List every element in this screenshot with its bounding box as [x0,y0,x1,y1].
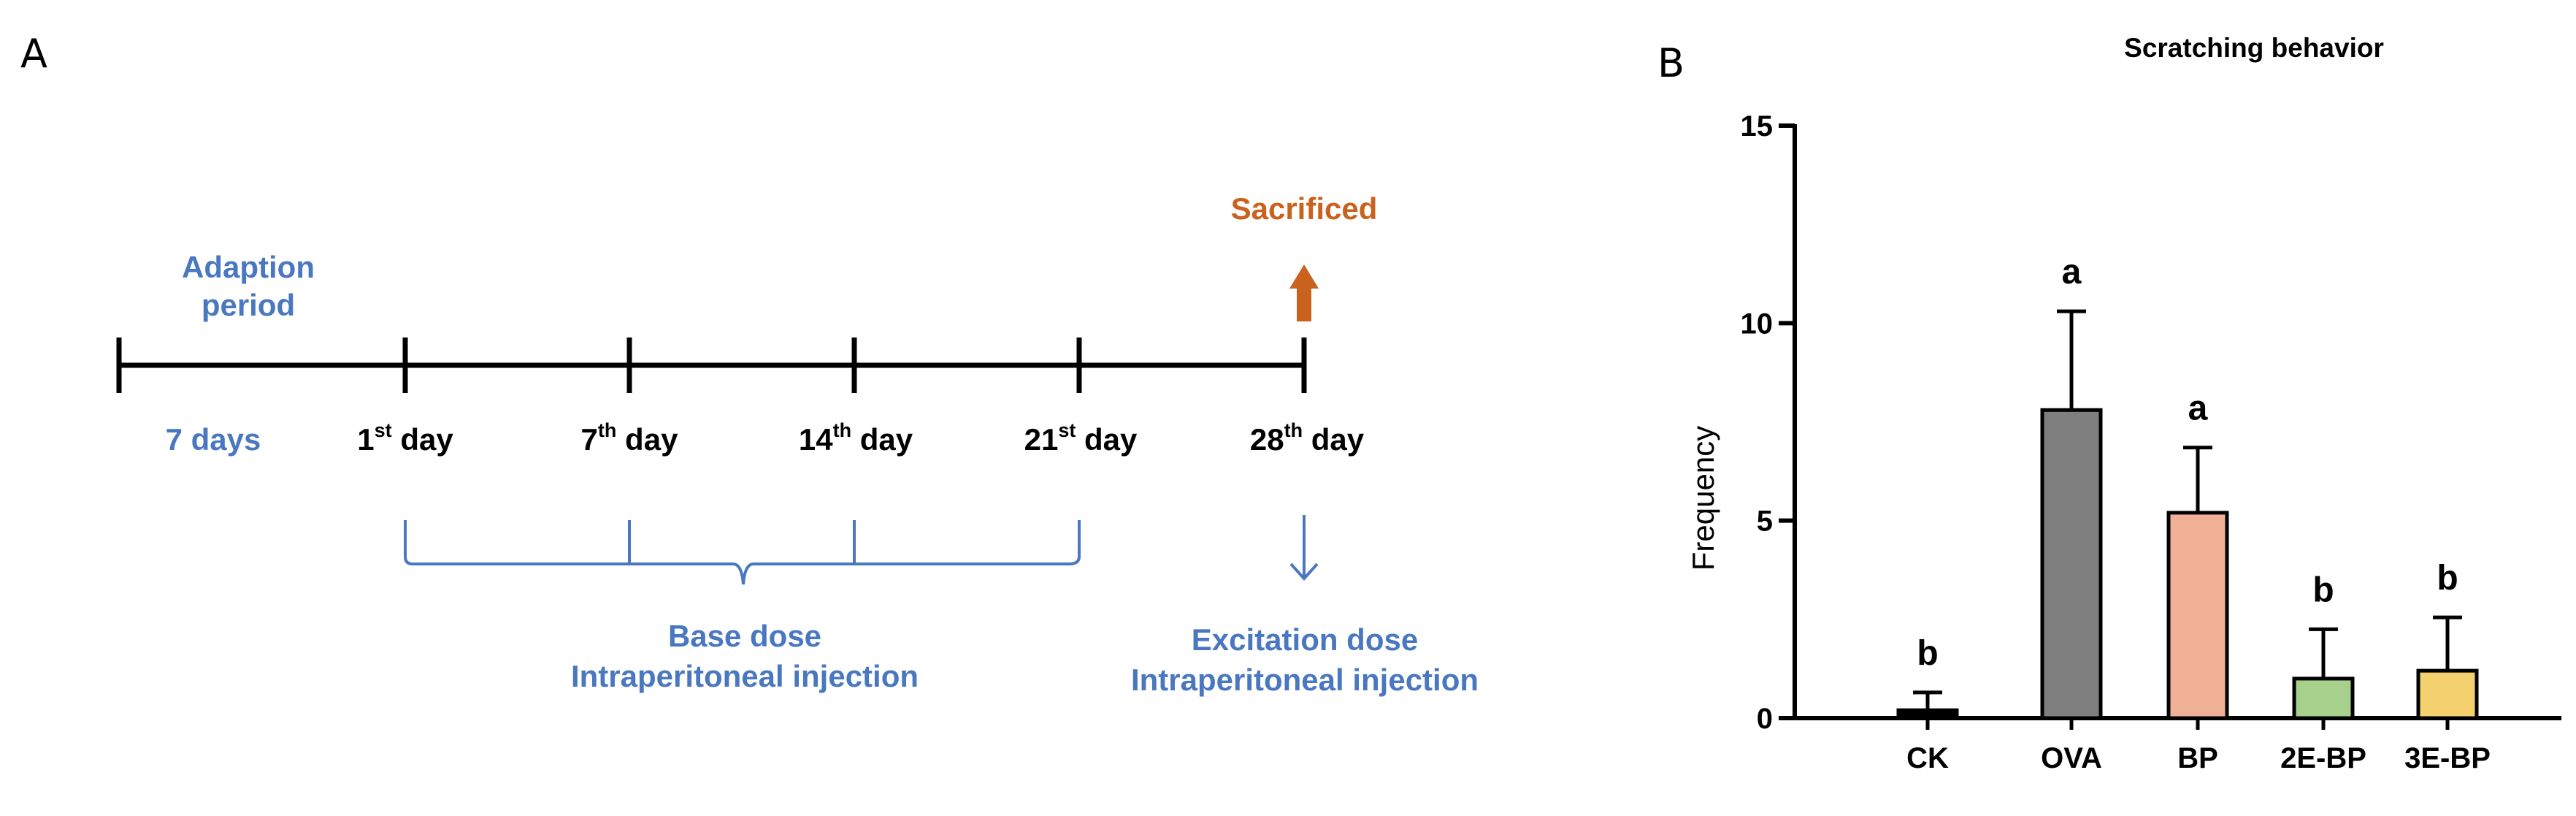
significance-label: b [2437,559,2458,598]
day-label-adaption: 7 days [166,422,261,457]
y-tick-label: 15 [1741,110,1774,142]
day-label-1: 1st day [357,419,453,457]
base-dose-line2: Intraperitoneal injection [571,659,919,693]
y-tick-label: 10 [1741,308,1774,340]
base-dose-line1: Base dose [668,619,821,653]
bar [2416,668,2479,720]
y-axis-label: Frequency [1686,426,1720,571]
bar [2166,511,2229,720]
day-label-28: 28th day [1250,419,1365,457]
bar [1896,708,1959,720]
up-arrow-icon [1289,264,1319,321]
x-tick-label: 2E-BP [2280,742,2366,774]
x-tick-label: 3E-BP [2404,742,2491,774]
bar [2292,676,2355,720]
x-tick-label: OVA [2041,742,2102,774]
adaption-period-line2: period [202,288,295,322]
day-label-14: 14th day [799,419,913,457]
down-arrow-icon [1289,515,1319,581]
y-tick-label: 0 [1757,703,1773,735]
day-label-7: 7th day [581,419,679,457]
chart-title: Scratching behavior [2124,33,2384,63]
excitation-dose-line2: Intraperitoneal injection [1131,663,1479,697]
significance-label: a [2062,253,2082,291]
bar [2040,408,2103,720]
significance-label: b [1917,634,1938,673]
panel-b: B Scratching behavior Frequency 0 5 10 15 bC… [1657,33,2561,774]
x-tick-label: BP [2177,742,2218,774]
significance-label: b [2312,571,2334,609]
sacrificed-label: Sacrificed [1231,191,1378,226]
excitation-dose-line1: Excitation dose [1192,622,1418,657]
adaption-period-line1: Adaption [182,250,315,284]
base-dose-bracket [404,520,1081,585]
x-tick-label: CK [1906,742,1949,774]
panel-a-letter: A [20,31,47,77]
significance-label: a [2188,389,2208,428]
panel-a: A Adaption period Sacrificed 7 days 1st … [20,31,1479,697]
day-label-21: 21st day [1024,419,1138,457]
panel-b-letter: B [1657,40,1684,86]
y-tick-label: 5 [1757,506,1773,538]
